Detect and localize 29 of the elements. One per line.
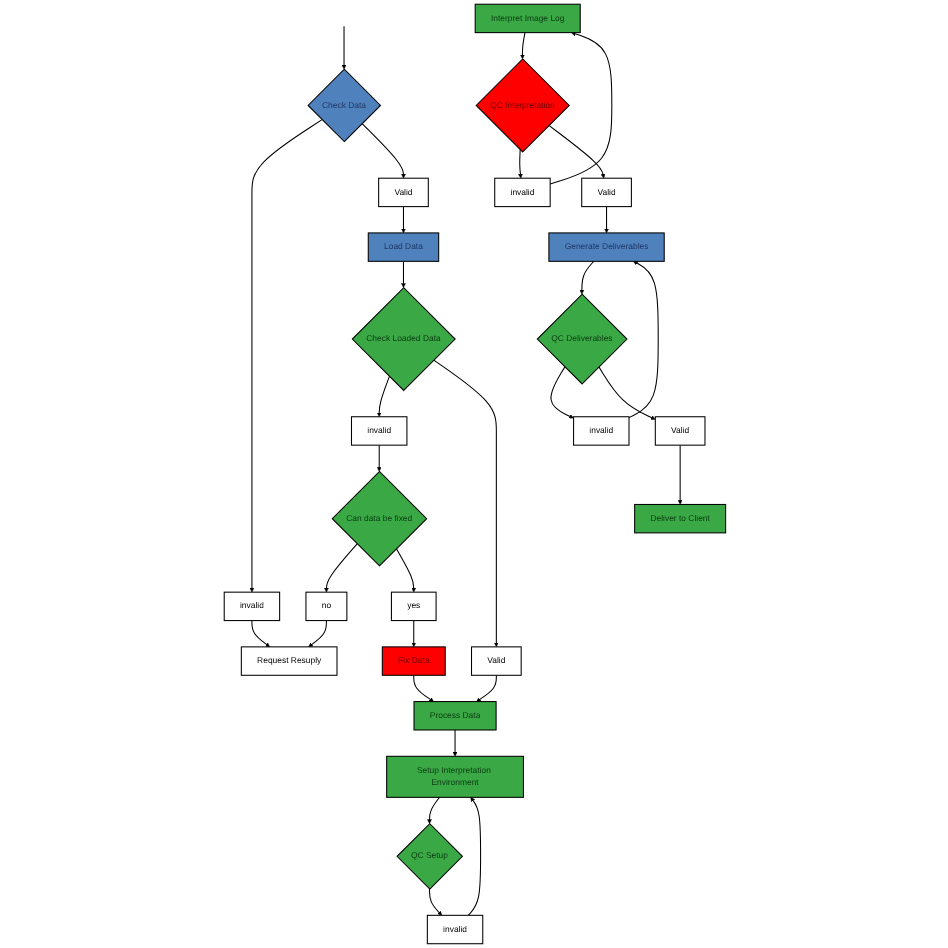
arrow — [432, 359, 498, 648]
arrow — [400, 206, 405, 234]
arrow — [428, 888, 442, 916]
arrow — [248, 119, 322, 593]
arrow — [307, 620, 326, 648]
arrow — [548, 31, 612, 185]
arrow — [676, 444, 682, 505]
arrow — [400, 260, 405, 288]
arrow — [519, 32, 525, 60]
arrow — [475, 674, 496, 702]
arrow — [375, 444, 381, 472]
arrow — [603, 206, 608, 234]
arrow — [340, 25, 346, 70]
arrow — [375, 375, 389, 417]
arrow — [451, 729, 457, 757]
arrow — [466, 797, 481, 916]
arrow — [627, 261, 658, 419]
arrow — [547, 124, 605, 179]
arrow — [360, 123, 405, 179]
arrow — [549, 366, 573, 419]
arrow — [517, 149, 522, 179]
arrow — [250, 620, 270, 648]
arrow — [394, 548, 416, 593]
arrow — [578, 260, 594, 295]
arrow — [412, 674, 433, 702]
arrow — [426, 796, 440, 824]
arrow — [597, 366, 655, 420]
arrow — [410, 620, 416, 648]
arrow — [323, 543, 357, 593]
